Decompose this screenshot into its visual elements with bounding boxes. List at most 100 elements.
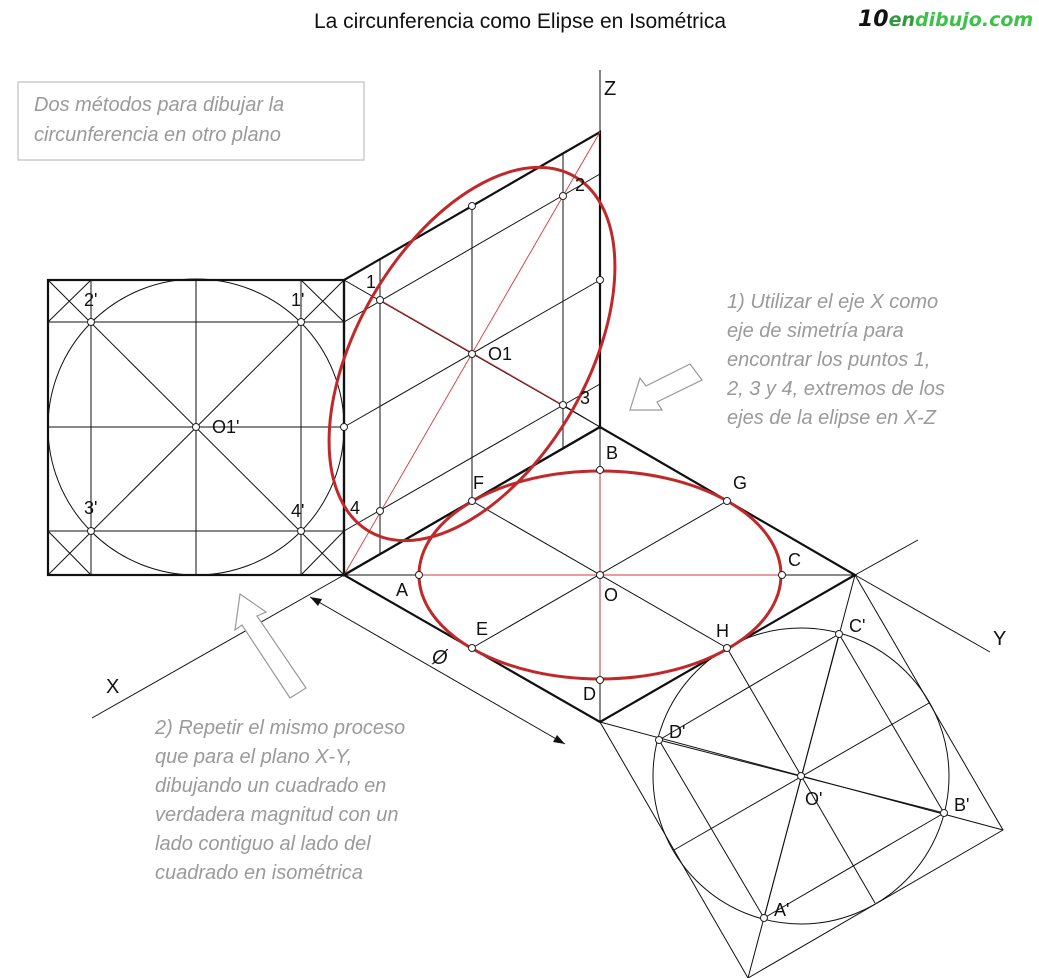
point-2 (559, 192, 567, 200)
note-box (17, 81, 365, 161)
xy-sq-line-ap-bp (763, 812, 945, 919)
point-ap (760, 914, 768, 922)
xz-corner-bl (47, 530, 92, 576)
point-a (415, 571, 423, 579)
label-ap: A' (774, 900, 789, 920)
point-h (723, 644, 731, 652)
diameter-line (309, 596, 566, 745)
xz-iso-line-bottom (343, 383, 601, 532)
xz-corner-br (300, 530, 345, 576)
y-axis-upper (854, 539, 919, 576)
label-cp: C' (849, 616, 865, 636)
label-1: 1 (366, 272, 376, 292)
label-2: 2 (575, 175, 585, 195)
label-a: A (396, 580, 408, 600)
method1-line-2: eje de simetría para (727, 320, 904, 342)
label-b: B (606, 443, 618, 463)
diameter-arrow-end (553, 735, 565, 744)
label-c: C (788, 550, 801, 570)
point-2p (87, 318, 95, 326)
point-g (723, 497, 731, 505)
label-dp: D' (669, 722, 685, 742)
label-o1p: O1' (212, 417, 239, 437)
point-xz-top-tangent (468, 202, 476, 210)
point-cp (835, 630, 843, 638)
method2-line-6: cuadrado en isométrica (155, 862, 363, 884)
method2-line-4: verdadera magnitud con un (155, 804, 399, 826)
method2-line-1: 2) Repetir el mismo proceso (154, 717, 405, 739)
point-xz-right-tangent (596, 276, 604, 284)
note-line-2: circunferencia en otro plano (34, 124, 281, 146)
brand-number: 10 (858, 7, 889, 32)
method1-text: 1) Utilizar el eje X como eje de simetrí… (726, 291, 950, 429)
xz-projector-3 (562, 404, 601, 428)
page-title: La circunferencia como Elipse en Isométr… (314, 10, 726, 33)
axes: Z X Y (91, 70, 1006, 719)
xz-iso-line-top (343, 173, 601, 323)
point-4p (297, 527, 305, 535)
xy-sq-line-dp-ap (658, 739, 765, 919)
method2-note: 2) Repetir el mismo proceso que para el … (154, 592, 405, 884)
xy-true-circle (652, 627, 950, 925)
diameter-arrow-start (310, 597, 322, 606)
note-box-text: Dos métodos para dibujar la circunferenc… (34, 94, 290, 146)
label-3: 3 (580, 388, 590, 408)
method2-line-3: dibujando un cuadrado en (155, 775, 386, 797)
label-e: E (476, 619, 488, 639)
point-xz-left-tangent (340, 423, 348, 431)
x-axis-label: X (106, 676, 119, 698)
method1-line-1: 1) Utilizar el eje X como (727, 291, 938, 313)
xz-ellipse (327, 165, 617, 543)
point-4 (376, 507, 384, 515)
xy-sq-line-dp-cp (658, 633, 840, 741)
point-dp (655, 736, 663, 744)
label-f: F (473, 473, 484, 493)
method2-arrow-icon (234, 592, 307, 699)
point-op (797, 772, 805, 780)
xy-sq-line-cp-bp (838, 633, 945, 814)
label-1p: 1' (291, 290, 304, 310)
diameter-dimension: Ø (309, 596, 566, 745)
point-3 (559, 401, 567, 409)
point-c (778, 571, 786, 579)
brand-part2: dibujo.com (915, 9, 1033, 31)
point-o1p (192, 423, 200, 431)
label-o1: O1 (488, 344, 512, 364)
brand-logo: 10endibujo.com (858, 7, 1033, 32)
label-o: O (604, 585, 618, 605)
diameter-label: Ø (431, 647, 449, 669)
point-o (596, 571, 604, 579)
method1-arrow-icon (629, 363, 703, 411)
point-o1 (468, 350, 476, 358)
point-markers (87, 192, 948, 922)
method1-line-4: 2, 3 y 4, extremos de los (726, 378, 945, 400)
label-2p: 2' (84, 290, 97, 310)
x-axis (91, 574, 345, 719)
point-1 (376, 296, 384, 304)
point-3p (87, 527, 95, 535)
method1-line-3: encontrar los puntos 1, (727, 349, 930, 371)
point-f (468, 497, 476, 505)
xz-corner-tr (300, 279, 345, 323)
method2-line-5: lado contiguo al lado del (155, 833, 371, 855)
point-bp (940, 809, 948, 817)
label-h: H (716, 621, 729, 641)
label-op: O' (805, 789, 822, 809)
label-3p: 3' (84, 498, 97, 518)
note-line-1: Dos métodos para dibujar la (34, 94, 284, 116)
label-bp: B' (954, 795, 969, 815)
point-b (596, 466, 604, 474)
method1-note: 1) Utilizar el eje X como eje de simetrí… (629, 291, 950, 429)
method2-line-2: que para el plano X-Y, (155, 746, 352, 768)
point-d (596, 676, 604, 684)
label-4p: 4' (291, 501, 304, 521)
y-axis (854, 574, 991, 653)
y-axis-label: Y (993, 628, 1006, 650)
label-4: 4 (350, 498, 360, 518)
z-axis-label: Z (604, 78, 616, 100)
svg-text:10endibujo.com: 10endibujo.com (858, 7, 1033, 32)
method1-line-5: ejes de la elipse en X-Z (727, 407, 937, 429)
label-g: G (733, 473, 747, 493)
xz-corner-tl (47, 279, 92, 323)
